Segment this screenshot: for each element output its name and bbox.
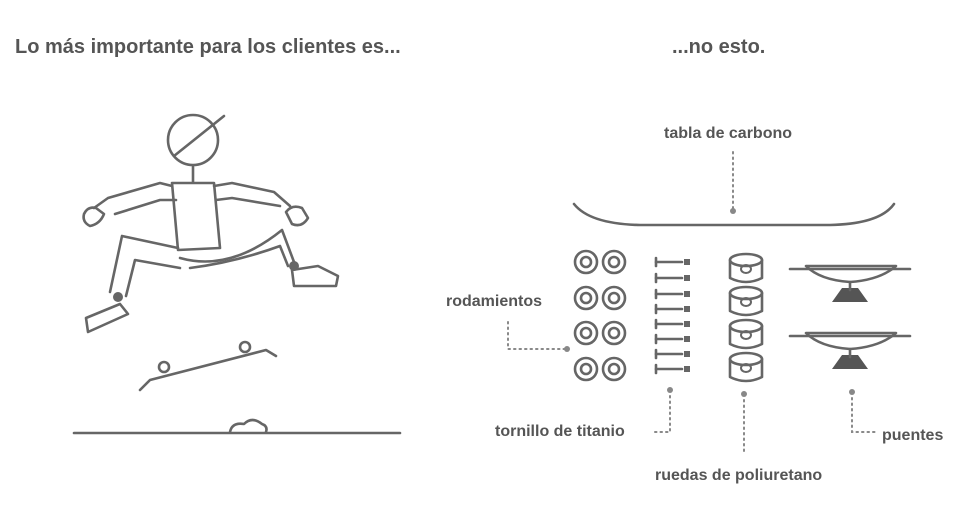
bearing-icon: [601, 356, 627, 382]
wheel-icon: [728, 285, 764, 317]
screw-icon: [654, 272, 690, 284]
ground-line: [72, 418, 402, 435]
screw-icon: [654, 256, 690, 268]
label-bearings: rodamientos: [446, 293, 543, 310]
truck-icon: [788, 264, 912, 302]
trucks-group: [788, 264, 912, 433]
wheel-icon: [728, 318, 764, 350]
screw-icon: [654, 318, 690, 330]
label-polyurethane-wheels: ruedas de poliuretano: [655, 467, 823, 484]
skater-figure-icon: [82, 113, 340, 334]
bearing-icon: [573, 285, 599, 311]
bearing-icon: [601, 249, 627, 275]
carbon-deck-icon: [572, 151, 896, 227]
label-titanium-screws: tornillo de titanio: [495, 423, 625, 440]
wheel-icon: [728, 351, 764, 383]
bearing-icon: [573, 320, 599, 346]
heading-not-this: ...no esto.: [672, 36, 766, 58]
bearings-group: [507, 249, 627, 382]
screw-icon: [654, 288, 690, 300]
truck-icon: [788, 331, 912, 369]
bearing-icon: [573, 356, 599, 382]
heading-customers: Lo más importante para los clientes es..…: [15, 36, 401, 58]
bearing-icon: [573, 249, 599, 275]
screw-icon: [654, 333, 690, 345]
label-trucks: puentes: [882, 427, 944, 444]
screws-group: [651, 256, 690, 433]
wheels-group: [728, 252, 764, 453]
screw-icon: [654, 303, 690, 315]
screw-icon: [654, 363, 690, 375]
bearing-icon: [601, 285, 627, 311]
wheel-icon: [728, 252, 764, 284]
label-carbon-deck: tabla de carbono: [664, 125, 793, 142]
screw-icon: [654, 348, 690, 360]
bearing-icon: [601, 320, 627, 346]
skateboard-icon: [138, 340, 278, 392]
